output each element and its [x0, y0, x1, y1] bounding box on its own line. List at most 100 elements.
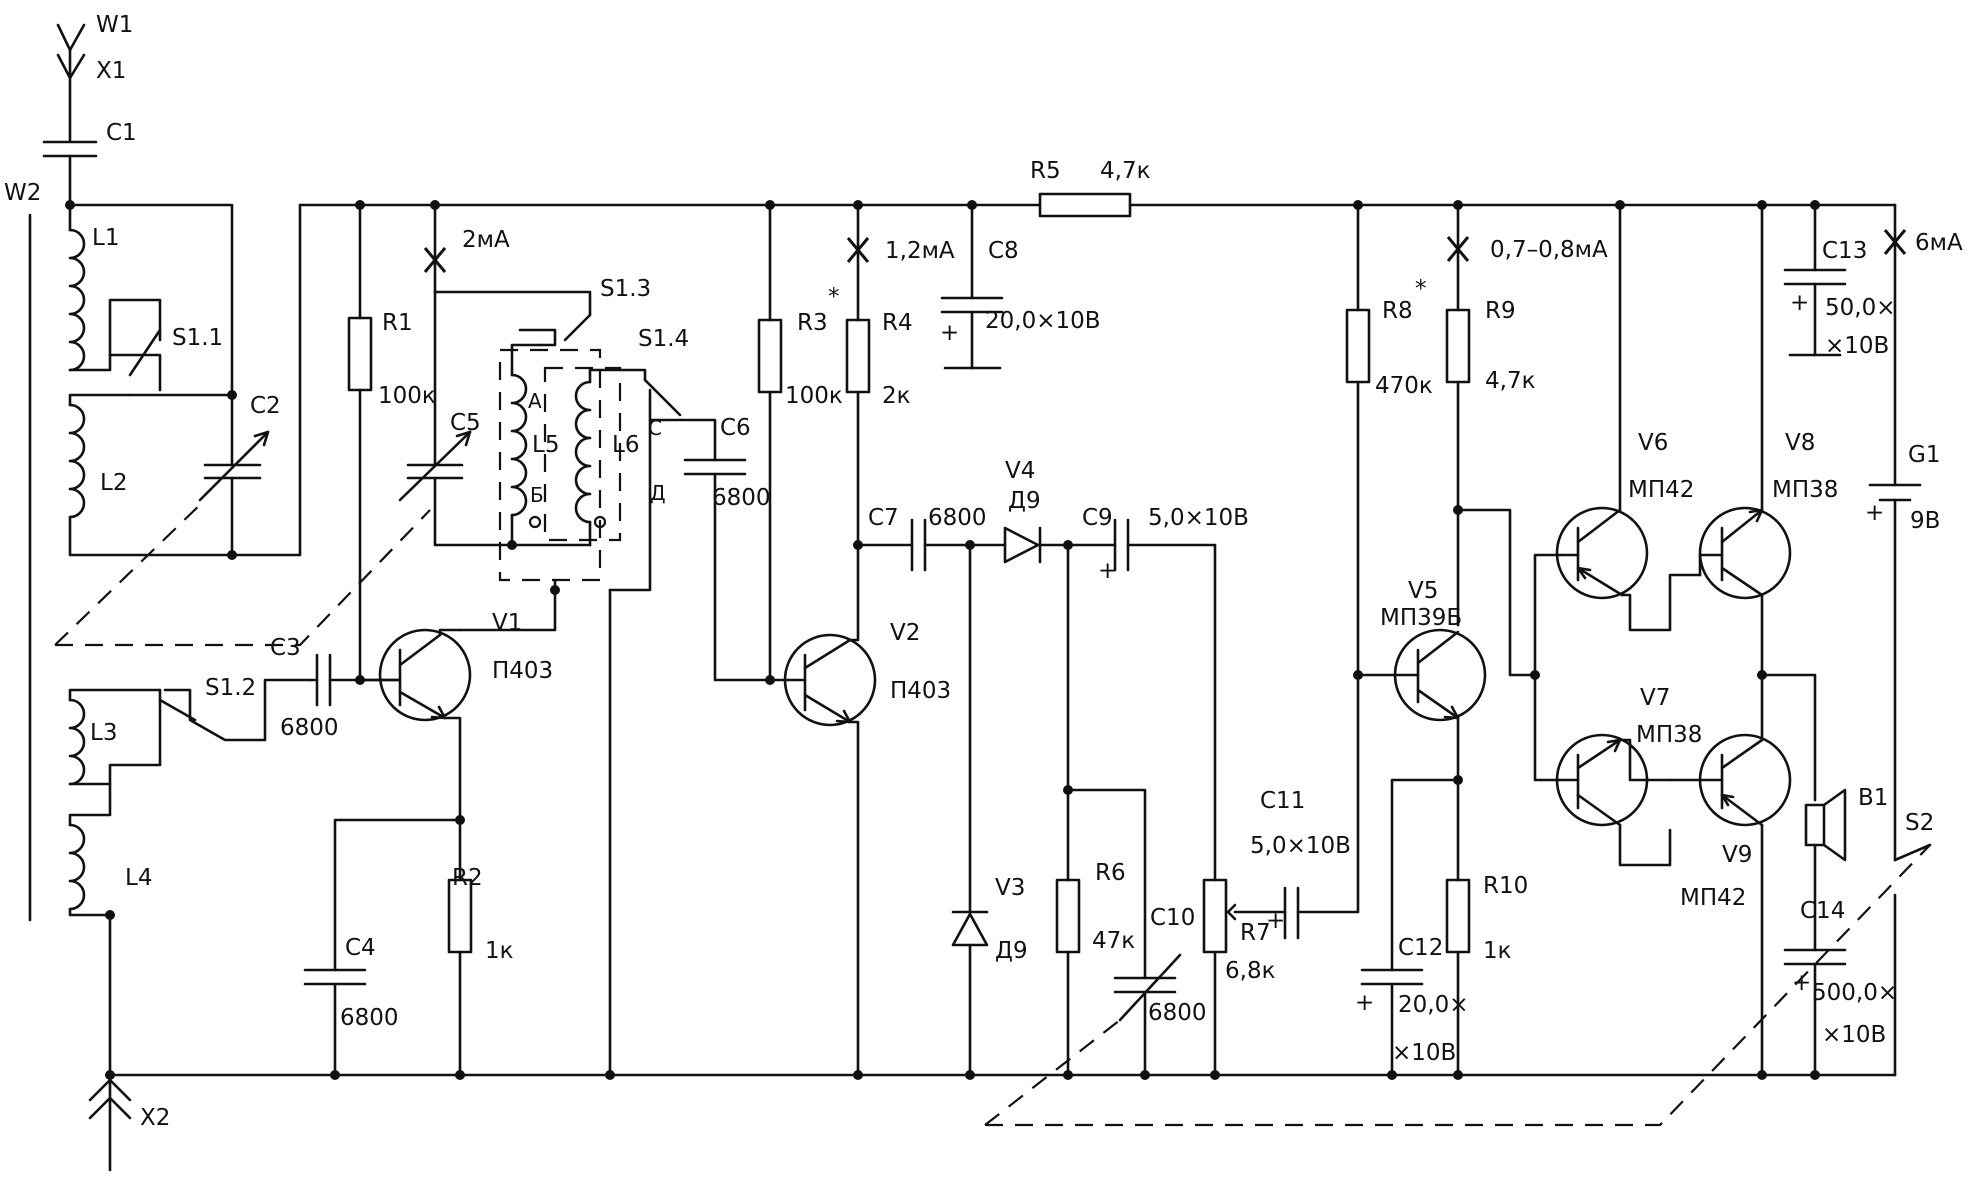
potentiometer-r7: [1202, 878, 1287, 1077]
coil-shield-inner: [543, 366, 622, 542]
label-v4: V4: [1005, 458, 1035, 484]
label-current-2ma: 2мА: [462, 227, 510, 253]
label-r9-value: 4,7к: [1485, 368, 1536, 394]
label-v6-type: МП42: [1628, 477, 1694, 503]
resistor-r10: [1445, 878, 1471, 1077]
label-l1: L1: [92, 225, 119, 251]
label-v5-type: МП39Б: [1380, 605, 1462, 631]
label-r4: R4: [882, 310, 913, 336]
capacitor-c13: [1783, 203, 1847, 357]
wire: [608, 388, 652, 592]
label-c12-value2: ×10В: [1392, 1040, 1456, 1066]
label-r10-value: 1к: [1483, 938, 1512, 964]
label-v2-type: П403: [890, 678, 951, 704]
label-r5-value: 4,7к: [1100, 158, 1151, 184]
label-c13-plus: +: [1790, 290, 1809, 316]
label-l6: L6: [612, 432, 639, 458]
label-c7: C7: [868, 505, 899, 531]
resistor-r8: [1345, 203, 1371, 677]
transistor-v5: [1356, 628, 1487, 722]
label-v7-type: МП38: [1636, 722, 1702, 748]
label-r6-value: 47к: [1092, 928, 1135, 954]
transistor-v1: [358, 628, 472, 722]
label-c11-value: 5,0×10В: [1250, 833, 1351, 859]
label-l2: L2: [100, 470, 127, 496]
label-tap-a: А: [528, 389, 542, 413]
label-r1-value: 100к: [378, 383, 436, 409]
capacitor-c12: [1360, 968, 1424, 1077]
transistor-v9: [1668, 673, 1792, 1077]
label-c11-plus: +: [1266, 908, 1285, 934]
label-c14-value2: ×10В: [1822, 1022, 1886, 1048]
label-l3: L3: [90, 720, 117, 746]
label-c4: C4: [345, 935, 376, 961]
label-c10: C10: [1150, 905, 1195, 931]
label-v6: V6: [1638, 430, 1668, 456]
label-r10: R10: [1483, 873, 1528, 899]
junction-dot: [1387, 1070, 1397, 1080]
label-c6-value: 6800: [712, 485, 771, 511]
gang-link: [55, 509, 431, 647]
label-tap-c: С: [648, 416, 662, 440]
current-mark-0-7ma: [1446, 236, 1470, 262]
label-v3: V3: [995, 875, 1025, 901]
label-v1: V1: [492, 610, 522, 636]
label-w2: W2: [4, 180, 41, 206]
wire: [333, 818, 462, 972]
label-l5: L5: [532, 432, 559, 458]
label-c3: C3: [270, 635, 301, 661]
gang-link: [54, 499, 206, 646]
wire: [1533, 673, 1562, 782]
coil-shield: [498, 348, 602, 582]
label-c12: C12: [1398, 935, 1443, 961]
label-r6: R6: [1095, 860, 1126, 886]
label-current-6ma: 6мА: [1915, 230, 1963, 256]
label-tap-b: Б: [530, 483, 544, 507]
current-mark-2ma: [423, 247, 447, 273]
diode-v4: [1003, 526, 1070, 564]
transistor-v7: [1555, 733, 1672, 867]
transistor-v2: [768, 543, 877, 727]
transistor-v6: [1555, 203, 1702, 632]
label-v2: V2: [890, 620, 920, 646]
label-c5: C5: [450, 410, 481, 436]
label-v5: V5: [1408, 578, 1438, 604]
label-r3: R3: [797, 310, 828, 336]
capacitor-c9: [1066, 518, 1217, 882]
junction-dot: [105, 1070, 115, 1080]
label-r2-value: 1к: [485, 938, 514, 964]
label-c2: C2: [250, 393, 281, 419]
label-r9: R9: [1485, 298, 1516, 324]
coil-l6: [574, 368, 607, 547]
coil-l4: [68, 782, 112, 917]
ground-x2: [88, 1078, 132, 1172]
label-c11: C11: [1260, 788, 1305, 814]
wire: [68, 203, 234, 397]
label-s12: S1.2: [205, 675, 256, 701]
switch-s2: [1893, 843, 1932, 1077]
label-v3-type: Д9: [995, 938, 1028, 964]
antenna-w1: [56, 23, 86, 142]
label-c10-value: 6800: [1148, 1000, 1207, 1026]
coil-l5: [510, 343, 542, 542]
label-v1-type: П403: [492, 658, 553, 684]
capacitor-c14: [1783, 948, 1847, 1077]
label-r7: R7: [1240, 920, 1271, 946]
label-c9-value: 5,0×10В: [1148, 505, 1249, 531]
label-c14: C14: [1800, 898, 1845, 924]
label-c12-plus: +: [1355, 990, 1374, 1016]
label-v8: V8: [1785, 430, 1815, 456]
coil-l2: [68, 203, 302, 557]
label-c13: C13: [1822, 238, 1867, 264]
diode-v3: [951, 543, 989, 1077]
label-c8-value: 20,0×10В: [985, 308, 1101, 334]
label-s13: S1.3: [600, 276, 651, 302]
label-s11: S1.1: [172, 325, 223, 351]
speaker-b1: [1804, 788, 1847, 952]
label-c14-value1: 500,0×: [1812, 980, 1897, 1006]
label-c1: C1: [106, 120, 137, 146]
capacitor-c8: [940, 203, 1004, 370]
label-r1: R1: [382, 310, 413, 336]
label-v8-type: МП38: [1772, 477, 1838, 503]
